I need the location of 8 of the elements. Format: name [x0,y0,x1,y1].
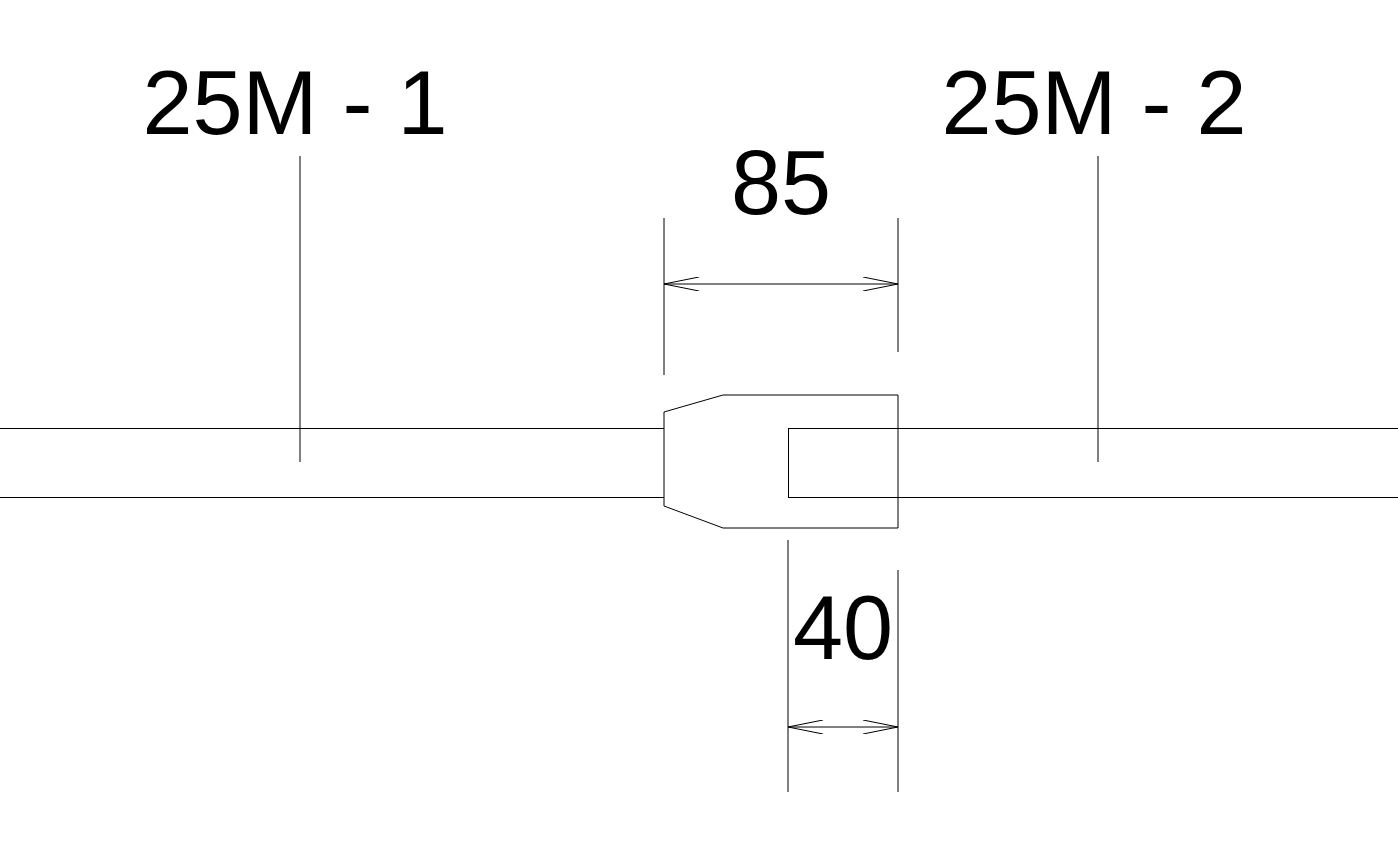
leader-line [1097,155,1099,463]
leader-line [299,155,301,463]
rebar-bar [788,428,1398,498]
dimension-text: 85 [731,138,832,228]
rebar-bar [0,428,664,498]
bar-mark-label: 25M - 1 [142,58,448,148]
bar-mark-label: 25M - 2 [941,58,1247,148]
dimension-text: 40 [793,583,894,673]
